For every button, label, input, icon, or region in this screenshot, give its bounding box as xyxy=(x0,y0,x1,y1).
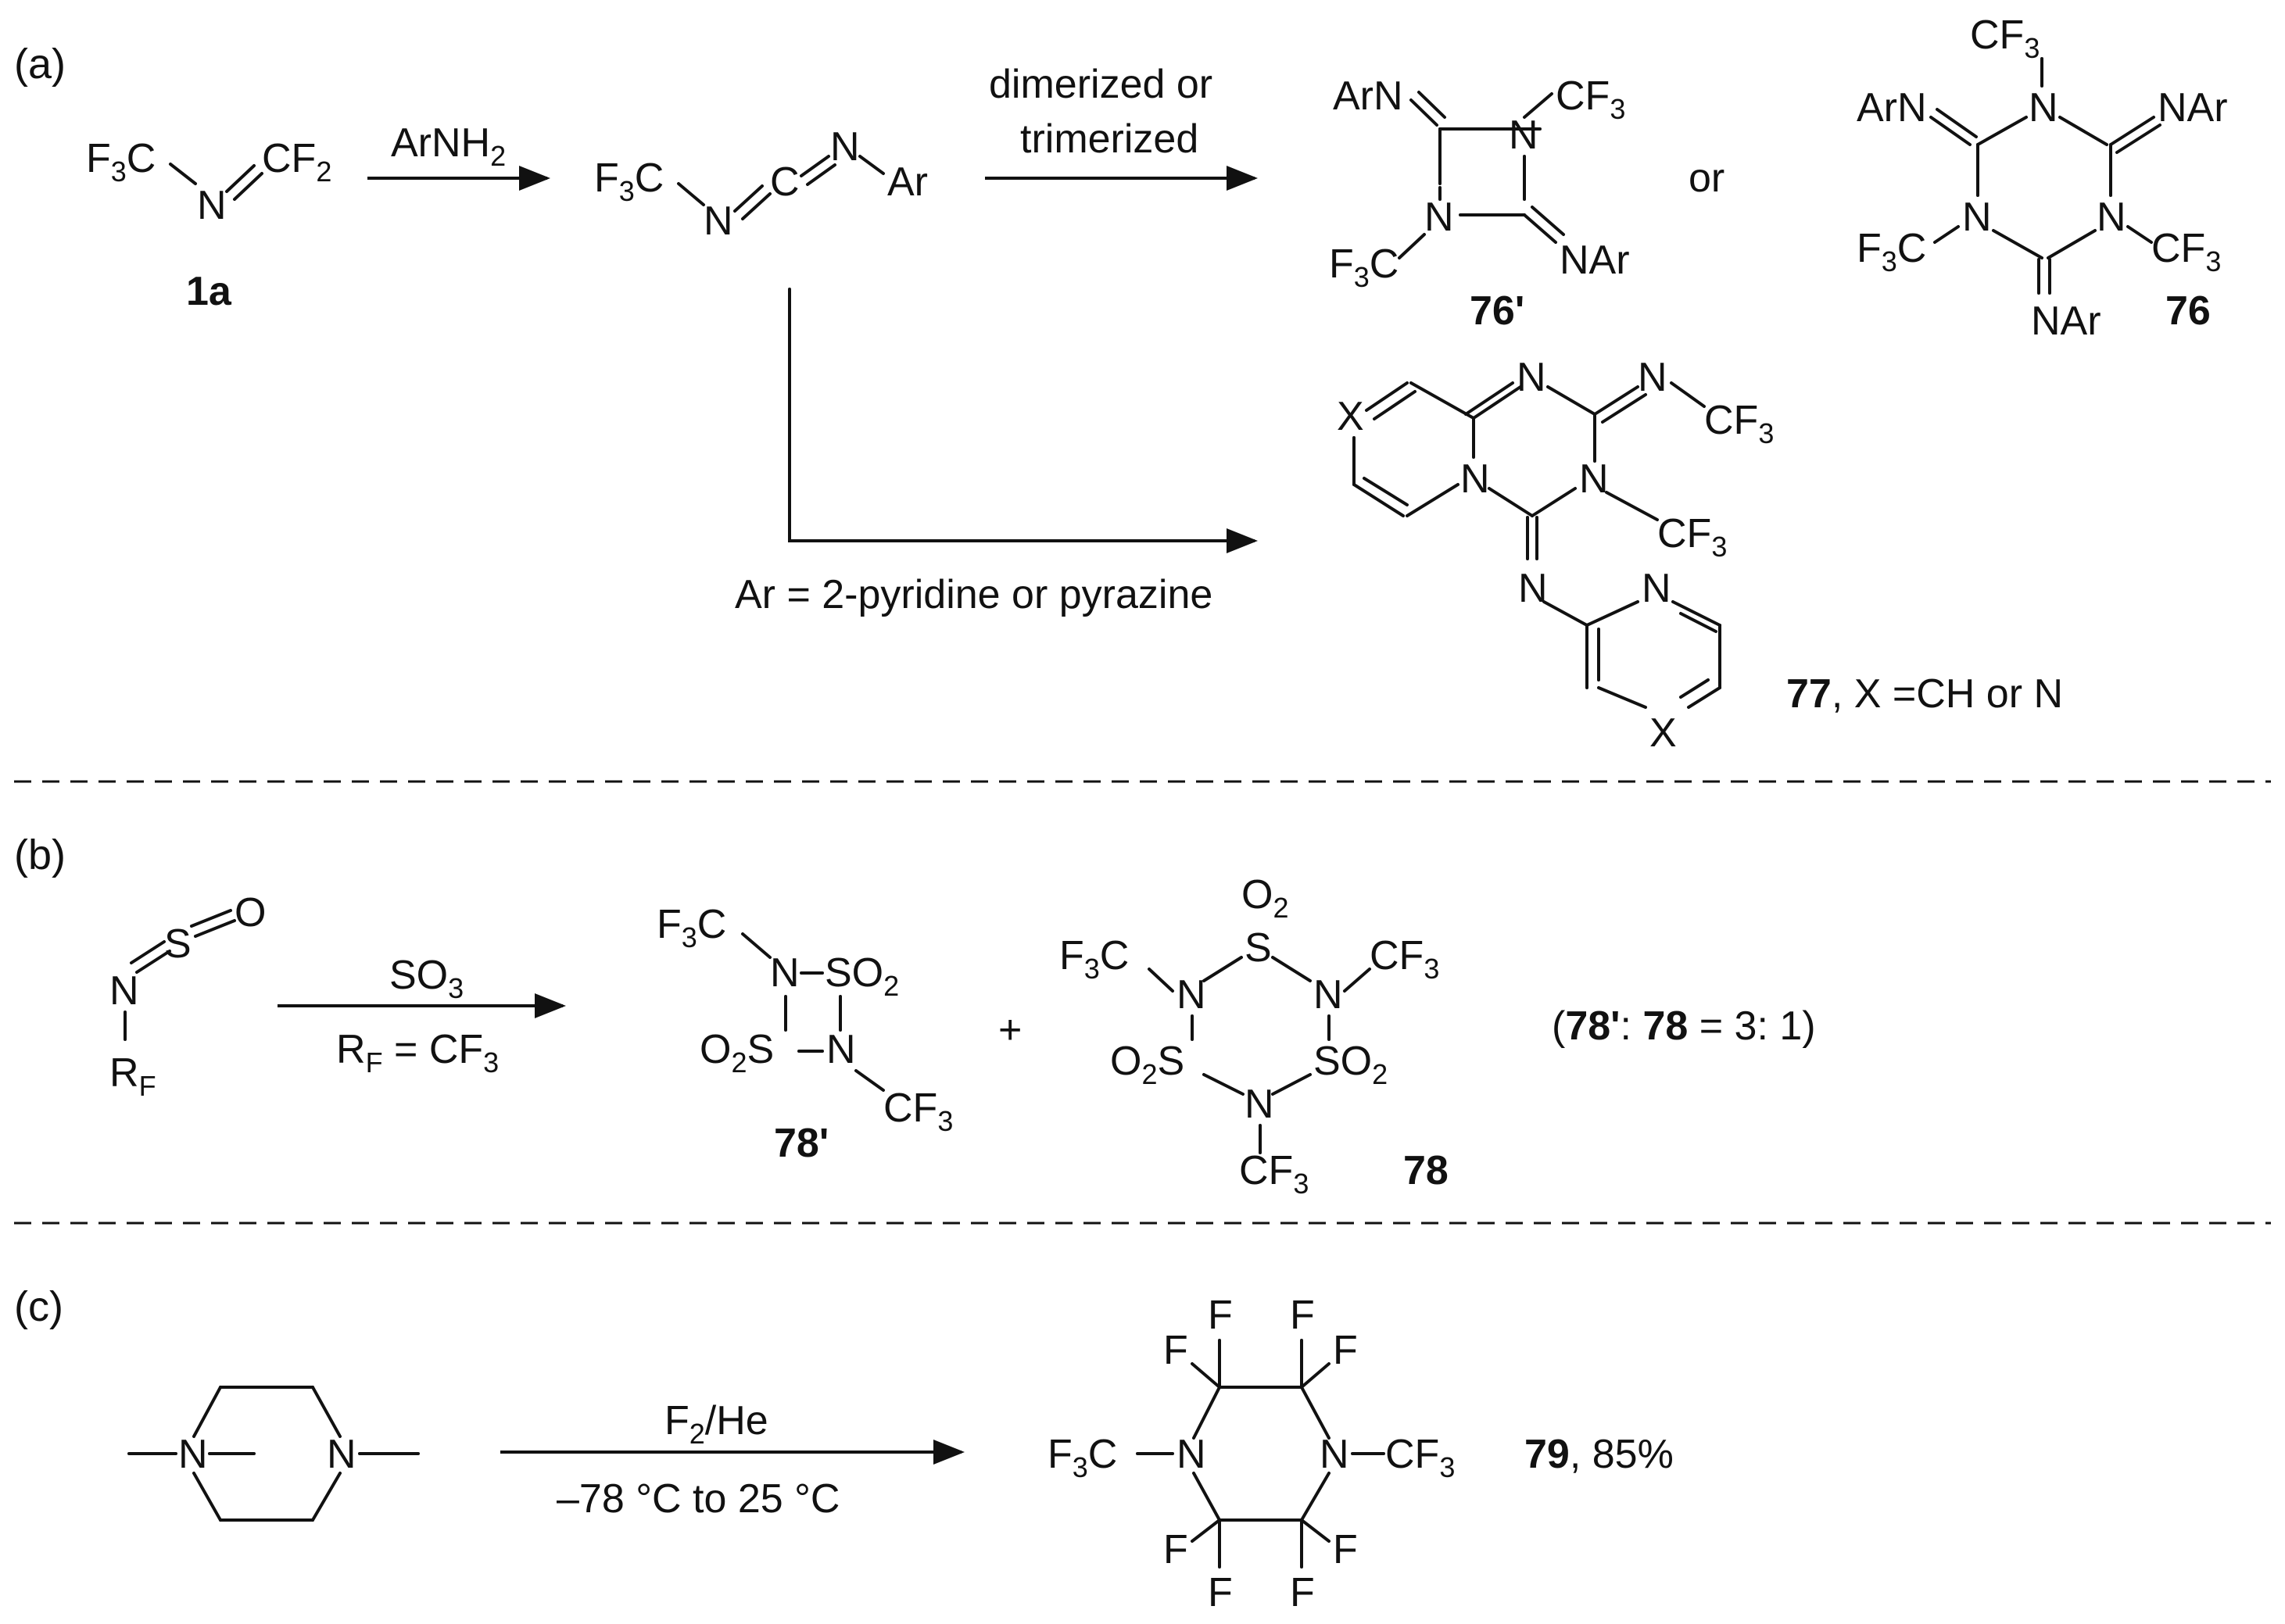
condition-trimerized: trimerized xyxy=(1020,116,1198,162)
reagent-f2-he: F2/He xyxy=(664,1398,768,1450)
svg-text:N: N xyxy=(109,968,139,1014)
svg-text:F: F xyxy=(1208,1570,1233,1615)
svg-text:S: S xyxy=(164,921,192,967)
svg-text:O2S: O2S xyxy=(1110,1039,1184,1090)
compound-1a-structure: F3C N CF2 xyxy=(86,136,331,228)
svg-text:O2: O2 xyxy=(1241,872,1288,924)
svg-text:X: X xyxy=(1337,394,1364,439)
svg-text:N: N xyxy=(2029,85,2058,131)
compound-79-structure: F3C N N CF3 F F F F F F F F xyxy=(1048,1293,1455,1615)
svg-text:S: S xyxy=(1245,925,1272,971)
svg-text:N: N xyxy=(1460,456,1490,502)
svg-text:N: N xyxy=(2097,195,2126,240)
compound-77-structure: X N N CF3 N N CF3 N N X xyxy=(1337,355,1774,756)
svg-text:N: N xyxy=(1313,972,1343,1018)
compound-79-caption: 79, 85% xyxy=(1524,1432,1674,1477)
svg-text:N: N xyxy=(1638,355,1667,400)
svg-text:N: N xyxy=(830,124,860,170)
condition-dimerized: dimerized or xyxy=(989,62,1212,107)
svg-text:N: N xyxy=(1424,195,1454,240)
svg-text:F3C: F3C xyxy=(657,902,726,953)
svg-text:N: N xyxy=(178,1432,208,1477)
svg-text:N: N xyxy=(197,183,227,228)
svg-text:CF3: CF3 xyxy=(2151,226,2221,277)
condition-temperature: –78 °C to 25 °C xyxy=(557,1476,840,1522)
condition-ar-heteroaryl: Ar = 2-pyridine or pyrazine xyxy=(735,572,1212,617)
svg-text:CF3: CF3 xyxy=(1970,13,2040,64)
svg-text:CF3: CF3 xyxy=(1385,1432,1455,1483)
svg-text:CF3: CF3 xyxy=(1556,73,1625,125)
svg-text:N: N xyxy=(1962,195,1992,240)
svg-text:F3C: F3C xyxy=(1329,241,1399,293)
svg-text:N: N xyxy=(826,1027,856,1072)
svg-text:SO2: SO2 xyxy=(1313,1039,1388,1090)
ratio-text: (78': 78 = 3: 1) xyxy=(1552,1003,1816,1049)
svg-text:F: F xyxy=(1163,1527,1188,1572)
plus-sign: + xyxy=(998,1007,1022,1053)
svg-text:RF: RF xyxy=(109,1050,156,1102)
condition-rf-cf3: RF = CF3 xyxy=(336,1027,499,1078)
svg-text:F3C: F3C xyxy=(86,136,156,188)
svg-text:N: N xyxy=(1177,972,1206,1018)
svg-text:F3C: F3C xyxy=(594,156,664,207)
svg-text:CF3: CF3 xyxy=(1704,398,1774,449)
svg-text:N: N xyxy=(1509,113,1538,158)
compound-1a-label: 1a xyxy=(186,269,232,314)
svg-text:N: N xyxy=(1642,566,1671,611)
svg-text:CF3: CF3 xyxy=(883,1086,953,1137)
svg-text:F: F xyxy=(1333,1328,1358,1373)
svg-text:NAr: NAr xyxy=(2031,299,2101,344)
svg-text:ArN: ArN xyxy=(1857,85,1927,131)
svg-text:SO2: SO2 xyxy=(825,950,899,1002)
svg-text:CF3: CF3 xyxy=(1239,1148,1309,1200)
svg-text:N: N xyxy=(1518,566,1548,611)
reagent-arnh2: ArNH2 xyxy=(391,120,506,172)
svg-text:F: F xyxy=(1208,1293,1233,1338)
svg-text:F3C: F3C xyxy=(1059,933,1129,985)
svg-text:NAr: NAr xyxy=(2158,85,2228,131)
compound-77-caption: 77, X =CH or N xyxy=(1786,671,2063,717)
or-text: or xyxy=(1689,156,1724,201)
svg-text:CF3: CF3 xyxy=(1370,933,1439,985)
compound-76prime-structure: ArN N CF3 N NAr F3C xyxy=(1329,73,1630,293)
svg-text:NAr: NAr xyxy=(1560,238,1630,283)
svg-text:N: N xyxy=(1177,1432,1206,1477)
svg-text:N: N xyxy=(1579,456,1609,502)
dimethylpiperazine-structure: N N xyxy=(127,1386,420,1522)
compound-78prime-label: 78' xyxy=(774,1121,829,1166)
section-label-b: (b) xyxy=(14,832,66,878)
svg-text:X: X xyxy=(1649,710,1677,756)
compound-78-label: 78 xyxy=(1403,1148,1449,1193)
svg-text:Ar: Ar xyxy=(887,159,928,205)
compound-76prime-label: 76' xyxy=(1470,288,1524,334)
svg-text:N: N xyxy=(770,950,800,996)
compound-76-label: 76 xyxy=(2165,288,2211,334)
svg-text:F: F xyxy=(1290,1570,1315,1615)
svg-text:CF3: CF3 xyxy=(1657,511,1727,563)
svg-text:N: N xyxy=(1320,1432,1349,1477)
section-label-a: (a) xyxy=(14,41,66,88)
svg-text:N: N xyxy=(1517,355,1546,400)
compound-78-structure: O2 S N N F3C CF3 O2S SO2 N CF3 xyxy=(1059,872,1439,1200)
n-sulfinylamine-structure: O S N RF xyxy=(109,890,266,1102)
svg-text:ArN: ArN xyxy=(1333,73,1403,119)
reagent-so3: SO3 xyxy=(389,953,464,1004)
svg-text:N: N xyxy=(1245,1082,1274,1127)
svg-text:CF2: CF2 xyxy=(262,136,331,188)
section-label-c: (c) xyxy=(14,1283,63,1330)
svg-text:F: F xyxy=(1163,1328,1188,1373)
svg-text:N: N xyxy=(327,1432,356,1477)
svg-text:F: F xyxy=(1290,1293,1315,1338)
svg-text:F: F xyxy=(1333,1527,1358,1572)
compound-78prime-structure: F3C N SO2 O2S N CF3 xyxy=(657,902,953,1137)
svg-text:F3C: F3C xyxy=(1048,1432,1117,1483)
svg-text:F3C: F3C xyxy=(1857,226,1926,277)
svg-text:C: C xyxy=(770,159,800,205)
svg-text:O2S: O2S xyxy=(700,1027,774,1078)
carbodiimide-structure: F3C N C N Ar xyxy=(594,124,928,244)
svg-text:O: O xyxy=(235,890,266,935)
svg-text:N: N xyxy=(704,199,733,244)
